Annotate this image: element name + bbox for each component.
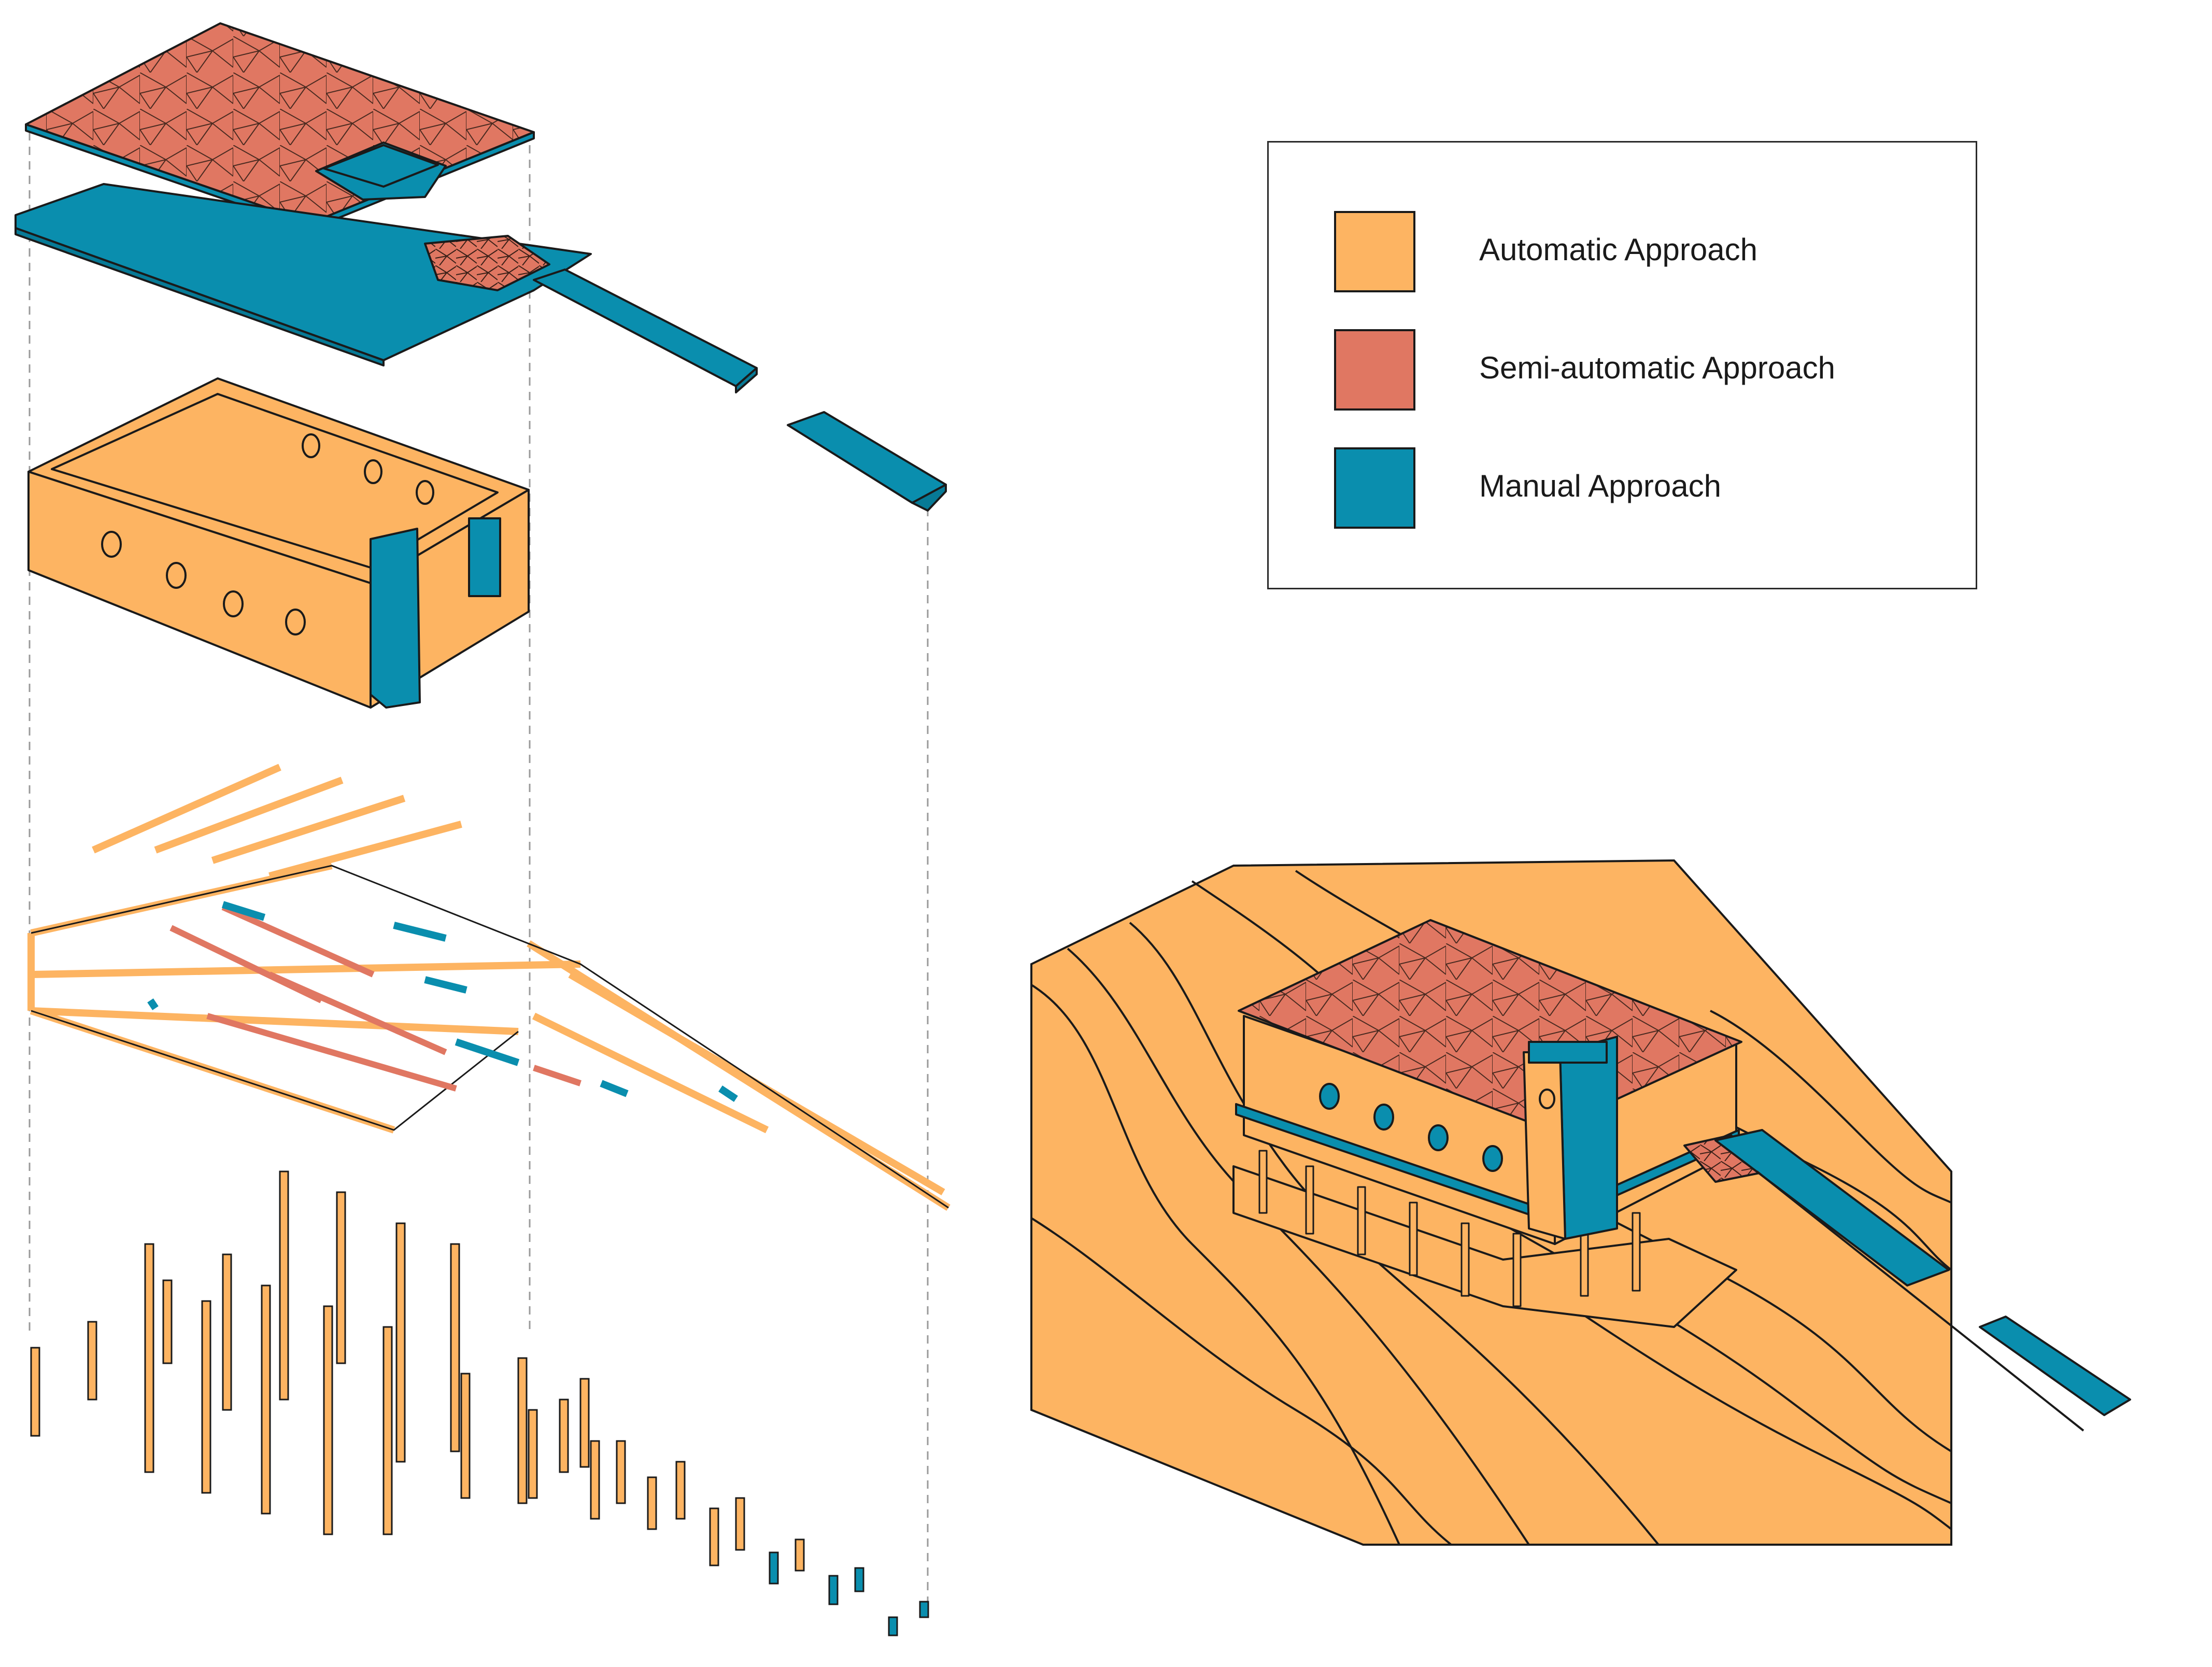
site-tower-manual <box>1559 1036 1618 1240</box>
legend-label-manual: Manual Approach <box>1479 469 1721 503</box>
porthole-window <box>223 590 244 617</box>
porthole-window <box>285 609 306 635</box>
legend-swatch-manual <box>1334 447 1415 529</box>
site-porthole <box>1428 1124 1449 1151</box>
ramp-lower-edge <box>911 484 947 512</box>
legend: Automatic Approach Semi-automatic Approa… <box>1267 141 1977 589</box>
ramp-upper <box>533 269 758 387</box>
site-stilts-frame <box>1232 1165 1737 1328</box>
legend-swatch-semi-automatic <box>1334 329 1415 411</box>
site-stilts <box>1258 1150 1641 1307</box>
porthole-window <box>101 531 122 558</box>
walls-inner <box>51 393 499 569</box>
floor-plate-edge <box>15 227 385 366</box>
legend-swatch-automatic <box>1334 211 1415 292</box>
porthole-window <box>364 459 382 484</box>
beam-grid-manual <box>147 901 738 1102</box>
posts-layer <box>30 1170 929 1636</box>
legend-label-automatic: Automatic Approach <box>1479 232 1757 267</box>
legend-label-semi-automatic: Semi-automatic Approach <box>1479 350 1836 385</box>
porthole-windows <box>101 433 434 635</box>
beam-grid-semiautomatic <box>169 904 582 1092</box>
site-porthole <box>1373 1104 1394 1131</box>
site-view <box>1030 859 2131 1546</box>
porthole-window <box>302 433 320 458</box>
site-ramp-upper <box>1714 1129 1950 1287</box>
site-tower-face <box>1523 1051 1566 1240</box>
ramp-upper-edge <box>735 367 758 393</box>
posts-automatic <box>30 1170 805 1572</box>
site-portholes <box>1319 1083 1555 1172</box>
legend-item-manual: Manual Approach <box>1334 447 1956 530</box>
site-ramp-lower <box>1979 1316 2131 1416</box>
porthole-window <box>416 480 434 505</box>
legend-item-automatic: Automatic Approach <box>1334 211 1956 294</box>
alignment-guides <box>29 132 929 1607</box>
legend-item-semi-automatic: Semi-automatic Approach <box>1334 329 1956 412</box>
beam-grid-outline <box>31 865 949 1209</box>
porthole-window <box>166 562 187 589</box>
posts-manual <box>769 1551 929 1636</box>
site-porthole <box>1319 1083 1340 1110</box>
site-ramp-support <box>1756 1170 2085 1432</box>
door-opening <box>468 517 501 597</box>
deck-layer <box>15 183 947 512</box>
site-building <box>1232 919 2131 1432</box>
lookout-cap-top <box>323 144 439 188</box>
site-porthole <box>1539 1089 1555 1109</box>
site-tower-railing <box>1528 1041 1608 1064</box>
ramp-lower <box>787 411 947 506</box>
lookout-tower-manual <box>370 528 421 709</box>
site-porthole <box>1482 1145 1503 1172</box>
frame-layer <box>27 764 951 1211</box>
entry-deck <box>424 235 550 291</box>
wall-layer <box>27 377 530 709</box>
beam-grid-automatic <box>27 764 951 1211</box>
